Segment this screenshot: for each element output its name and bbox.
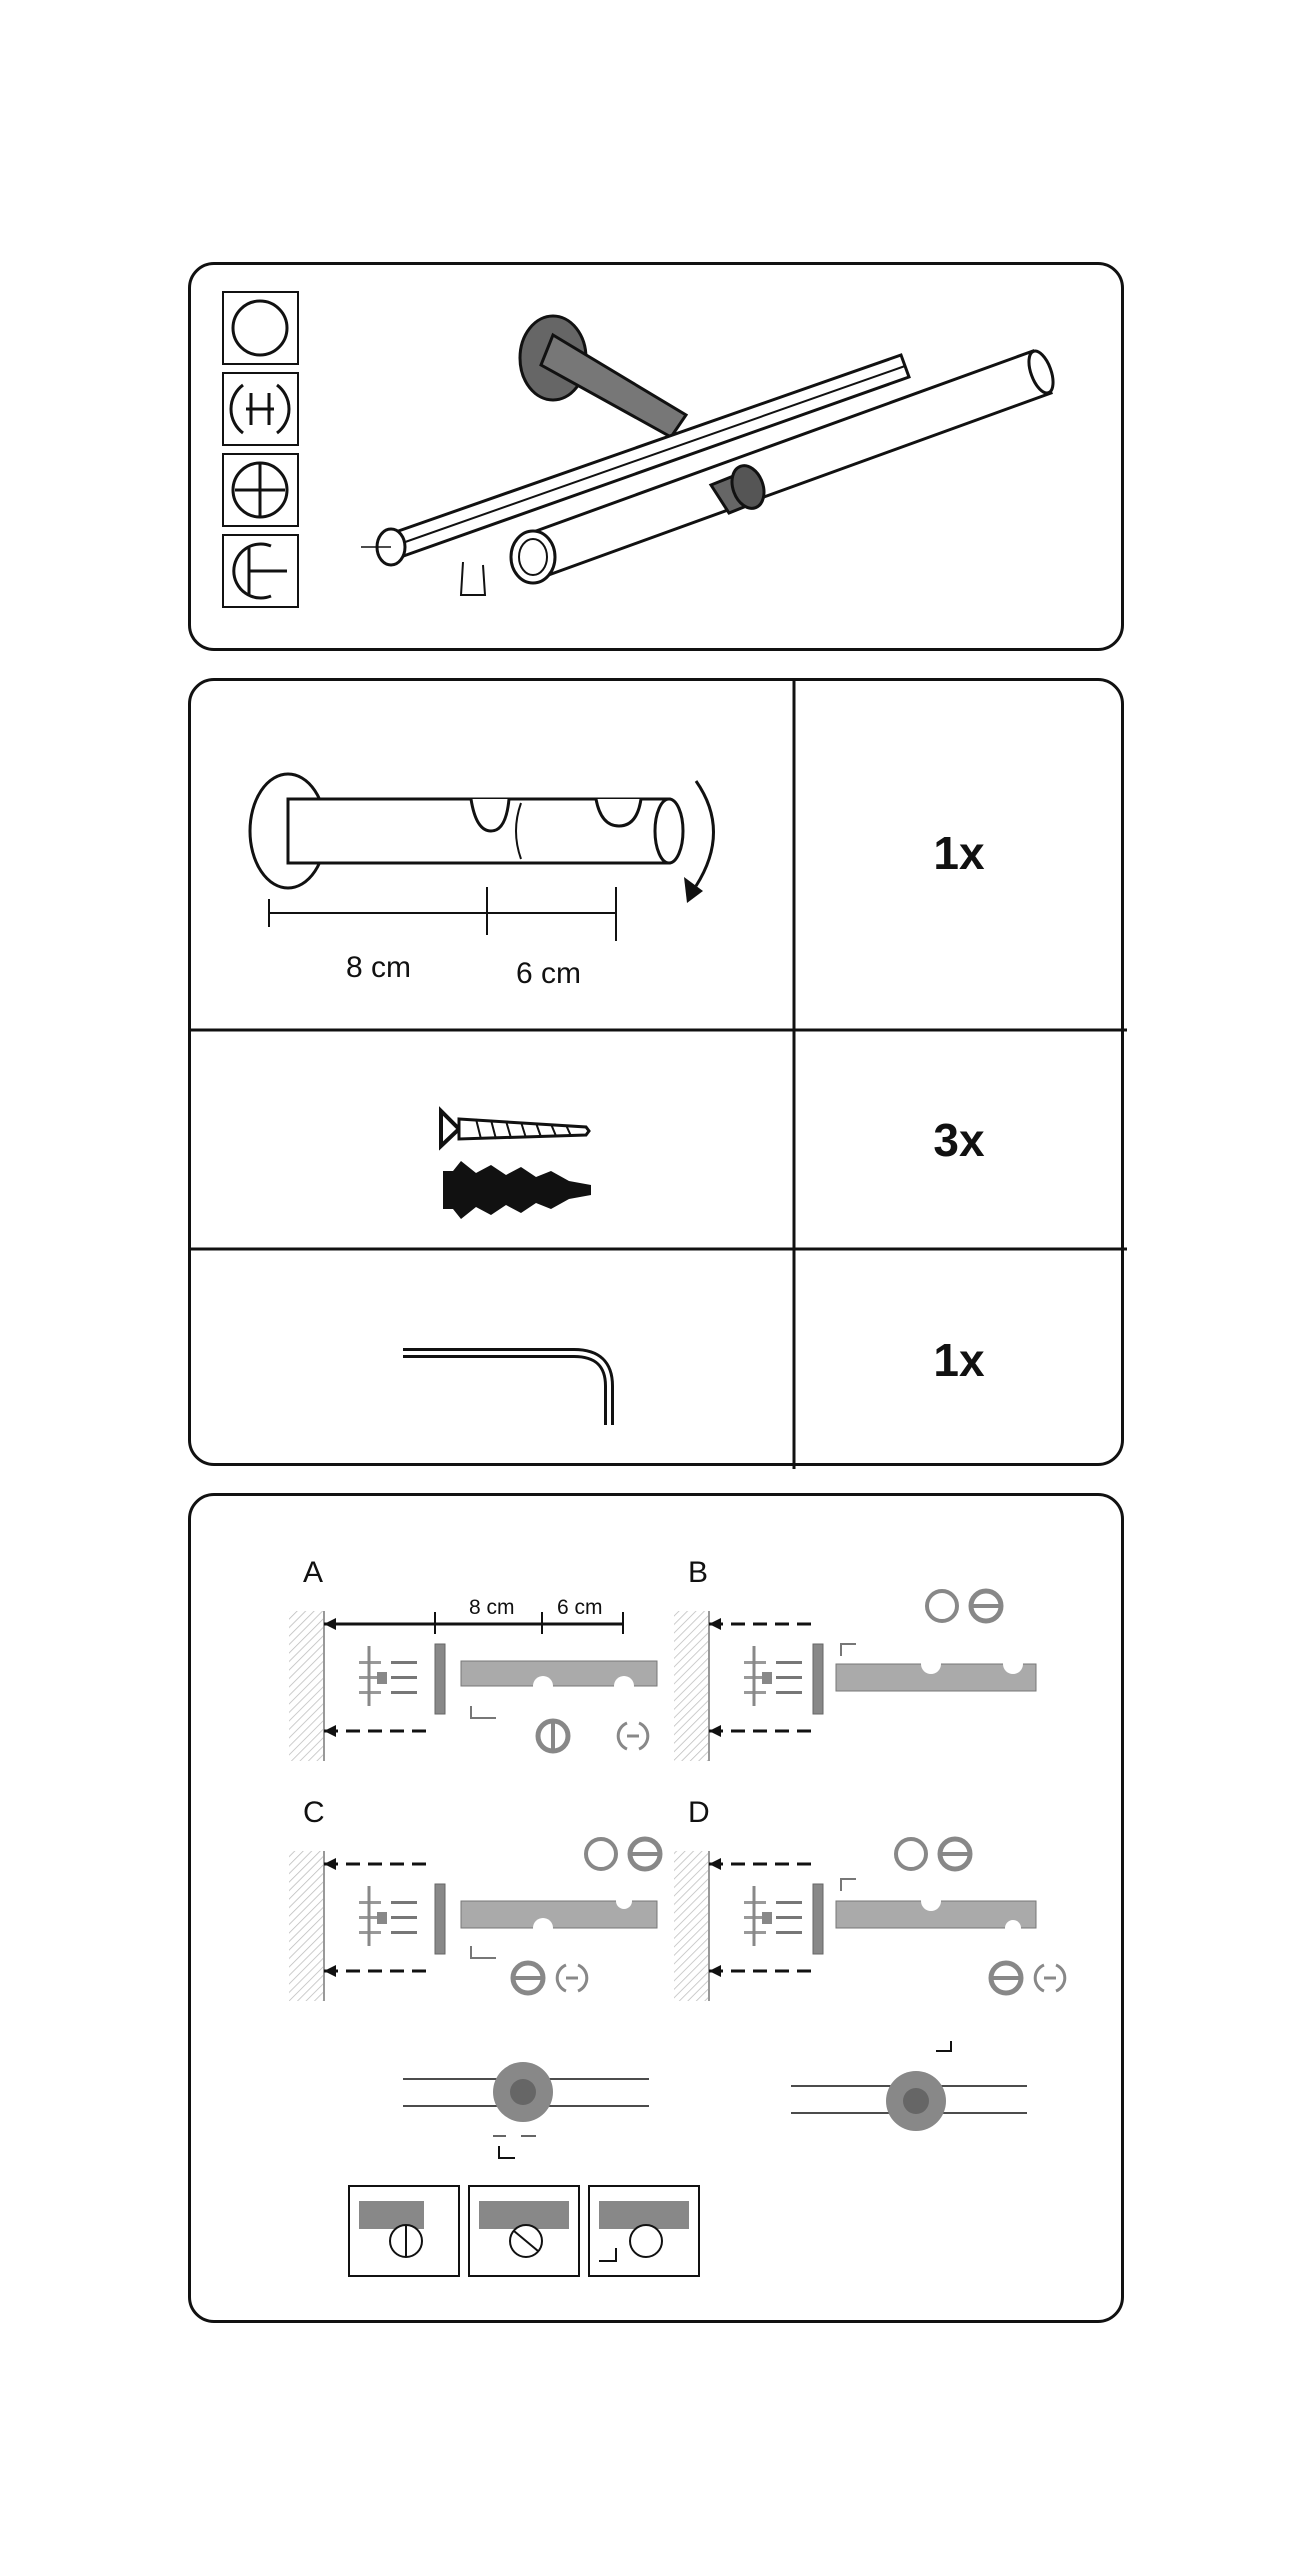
wall-plug-illustration [443,1161,591,1219]
side-slot-profile-icon [222,534,299,608]
double-slot-profile-icon [222,372,299,446]
step-label-a: A [303,1556,324,1589]
single-slot-profile-icon [222,453,299,527]
step-a-dimension-8cm: 8 cm [469,1596,515,1619]
instructions-panel: A B C D 8 cm 6 cm [188,1493,1124,2323]
step-label-b: B [688,1556,709,1589]
dimension-label-8cm: 8 cm [346,951,412,984]
quantity-bracket: 1x [933,827,985,879]
quantity-allen-key: 1x [933,1334,985,1386]
bracket-rosette-illustration [518,314,689,439]
parts-panel: 8 cm 6 cm 1x 3x 1x [188,678,1127,1469]
detail-box-2 [468,2185,580,2277]
top-view-right-illustration [791,2041,1027,2131]
round-profile-icon [222,291,299,365]
double-bracket-illustration [248,772,715,941]
installation-steps-illustration [289,1588,1067,2277]
step-a-dimension-6cm: 6 cm [557,1596,603,1619]
step-label-c: C [303,1796,325,1829]
overview-panel [188,262,1124,651]
dimension-label-6cm: 6 cm [516,957,582,990]
screw-illustration [439,1106,591,1151]
step-label-d: D [688,1796,710,1829]
step-d-illustration [674,1836,1067,2001]
step-a-illustration [289,1611,658,1761]
allen-key-illustration [403,1348,614,1425]
bracket-knob-illustration [708,464,766,515]
quantity-screws: 3x [933,1114,985,1166]
overview-illustration [222,291,1055,608]
detail-box-1 [348,2185,460,2277]
detail-box-3 [588,2185,700,2277]
step-b-illustration [674,1588,1037,1761]
curtain-rod-illustration [509,349,1055,585]
top-view-left-illustration [403,2062,649,2159]
parts-table-grid [191,681,1127,1469]
step-c-illustration [289,1836,663,2001]
